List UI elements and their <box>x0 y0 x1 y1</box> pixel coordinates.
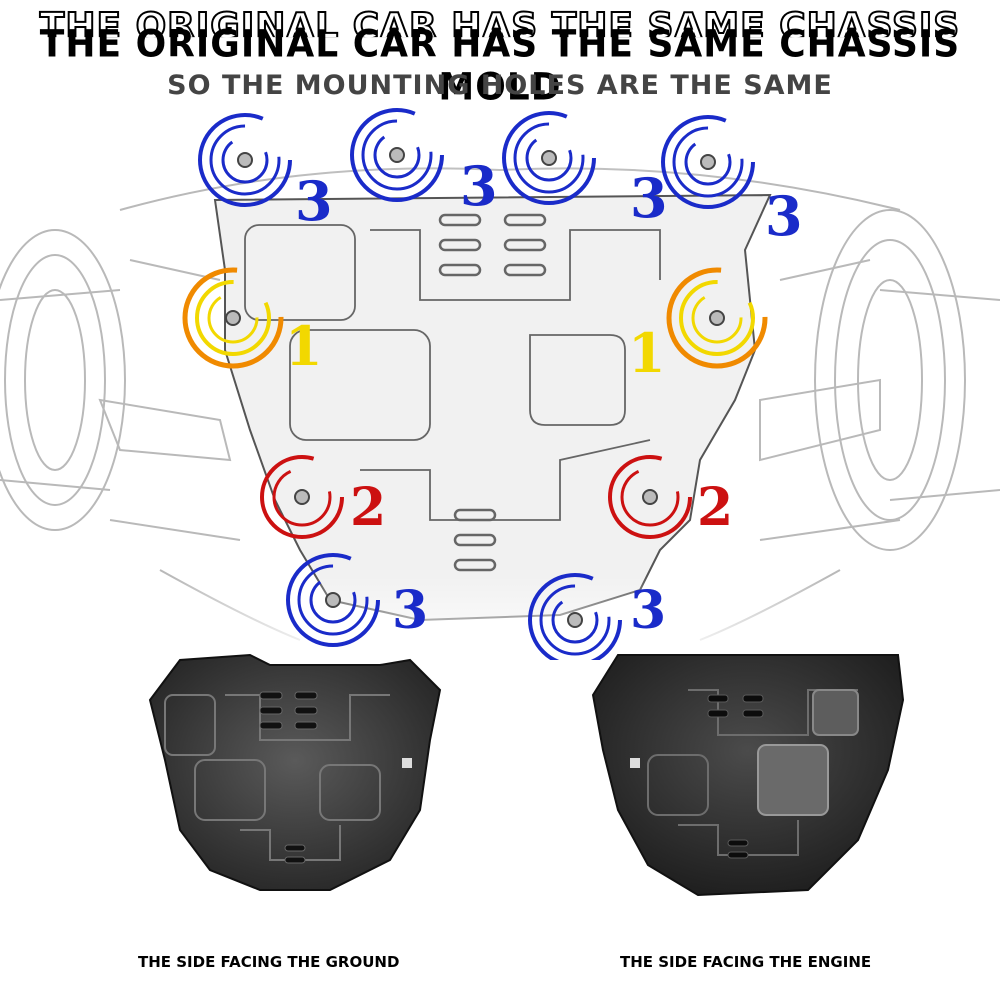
hole-number: 3 <box>295 169 333 233</box>
caption-engine-side: THE SIDE FACING THE ENGINE <box>620 953 872 971</box>
mounting-hole-marker: 3 <box>528 573 666 660</box>
skid-plate-engine-side-image <box>591 654 905 897</box>
hole-number: 1 <box>285 314 323 378</box>
mounting-hole-marker: 3 <box>502 111 668 230</box>
bolt-icon <box>567 612 583 628</box>
bolt-icon <box>700 154 716 170</box>
mounting-hole-marker: 3 <box>198 113 333 233</box>
title-ghost-text: THE ORIGINAL CAR HAS THE SAME CHASSIS MO… <box>39 6 961 88</box>
bolt-icon <box>225 310 241 326</box>
bolt-icon <box>541 150 557 166</box>
bolt-icon <box>237 152 253 168</box>
skid-plate-ground-side-image <box>148 653 442 891</box>
bolt-icon <box>325 592 341 608</box>
hole-number: 3 <box>630 580 666 641</box>
mounting-hole-marker: 2 <box>260 455 386 539</box>
bolt-icon <box>642 489 658 505</box>
bolt-icon <box>389 147 405 163</box>
hole-number: 1 <box>628 321 666 385</box>
mounting-hole-marker: 3 <box>286 553 428 647</box>
mounting-hole-marker: 3 <box>661 115 803 248</box>
hole-number: 2 <box>350 477 386 538</box>
hole-number: 3 <box>630 166 668 230</box>
hole-number: 2 <box>697 477 733 538</box>
mounting-hole-marker: 1 <box>628 267 768 385</box>
mounting-hole-marker: 2 <box>608 455 733 539</box>
mounting-hole-marker: 1 <box>182 267 323 378</box>
mounting-hole-marker: 3 <box>350 108 498 218</box>
page-title: THE ORIGINAL CAR HAS THE SAME CHASSIS MO… <box>39 22 961 110</box>
caption-ground-side: THE SIDE FACING THE GROUND <box>138 953 400 971</box>
hole-number: 3 <box>460 154 498 218</box>
bolt-icon <box>294 489 310 505</box>
page-subtitle: SO THE MOUNTING HOLES ARE THE SAME <box>167 70 833 101</box>
hole-number: 3 <box>392 580 428 641</box>
bolt-icon <box>709 310 725 326</box>
chassis-diagram: 3 3 3 3 1 1 2 <box>0 100 1000 660</box>
hole-number: 3 <box>765 184 803 248</box>
